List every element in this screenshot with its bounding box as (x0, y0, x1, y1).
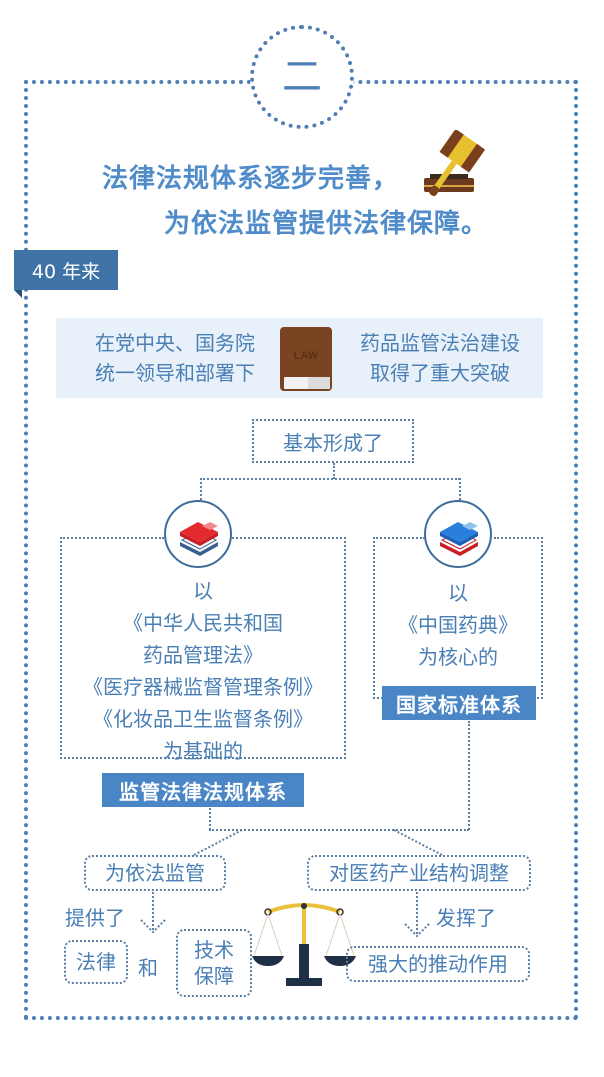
left-books-badge (164, 500, 232, 568)
intro-left-line-2: 统一领导和部署下 (95, 361, 255, 385)
title-line-1: 法律法规体系逐步完善， (102, 164, 400, 194)
bottom-right-box-label: 对医药产业结构调整 (329, 861, 509, 885)
section-number: 二 (282, 54, 322, 100)
left-line: 以 (193, 579, 213, 603)
connector (232, 537, 346, 539)
intro-right-line-2: 取得了重大突破 (370, 361, 510, 385)
tech-item-line-2: 保障 (194, 964, 234, 988)
intro-left-line-1: 在党中央、国务院 (95, 331, 255, 355)
connector (200, 478, 202, 500)
down-arrow-icon (404, 892, 430, 938)
left-column-text: 以 《中华人民共和国 药品管理法》 《医疗器械监督管理条例》 《化妆品卫生监督条… (60, 575, 346, 767)
section-number-badge: 二 (250, 25, 354, 129)
law-book-icon: LAW (280, 327, 332, 391)
bottom-left-box-label: 为依法监管 (105, 861, 205, 885)
bottom-left-box: 为依法监管 (84, 855, 226, 891)
ribbon-tail (14, 290, 22, 298)
red-books-icon (180, 522, 218, 556)
connector (459, 478, 461, 500)
diagonal-connectors (191, 829, 445, 857)
result-box: 强大的推动作用 (346, 946, 530, 982)
right-line: 《中国药典》 (398, 613, 518, 637)
left-column-label-text: 监管法律法规体系 (119, 779, 287, 804)
book-label: LAW (294, 350, 319, 362)
hub-label: 基本形成了 (283, 430, 383, 455)
hub-box: 基本形成了 (252, 419, 414, 463)
intro-right-text: 药品监管法治建设 取得了重大突破 (340, 328, 540, 388)
and-conjunction: 和 (138, 956, 158, 980)
right-line: 为核心的 (418, 645, 498, 669)
down-arrow-icon (140, 892, 166, 934)
intro-right-line-1: 药品监管法治建设 (360, 331, 520, 355)
right-column-text: 以 《中国药典》 为核心的 (373, 577, 543, 673)
result-label: 强大的推动作用 (368, 952, 508, 976)
left-line: 《中华人民共和国 (123, 611, 283, 635)
years-ribbon-label: 40 年来 (31, 260, 101, 283)
exert-verb: 发挥了 (436, 906, 496, 930)
connector (200, 478, 460, 480)
scales-of-justice-icon (252, 903, 356, 986)
right-line: 以 (448, 581, 468, 605)
bottom-right-box: 对医药产业结构调整 (307, 855, 531, 891)
connector (373, 537, 425, 539)
left-column-box (60, 537, 346, 759)
gavel-icon (424, 130, 486, 197)
tech-item-line-1: 技术 (194, 938, 234, 962)
right-column-label: 国家标准体系 (382, 686, 536, 720)
right-column-label-text: 国家标准体系 (396, 692, 522, 717)
connector (333, 463, 335, 479)
left-column-label: 监管法律法规体系 (102, 773, 304, 807)
left-line: 药品管理法》 (143, 643, 263, 667)
right-books-badge (424, 500, 492, 568)
left-line: 《化妆品卫生监督条例》 (93, 707, 313, 731)
connector (209, 829, 469, 831)
connector (468, 721, 470, 830)
intro-left-text: 在党中央、国务院 统一领导和部署下 (70, 328, 280, 388)
title-line-2: 为依法监管提供法律保障。 (164, 209, 489, 239)
connector (60, 537, 164, 539)
left-line: 《医疗器械监督管理条例》 (83, 675, 323, 699)
provide-verb: 提供了 (65, 906, 125, 930)
left-line: 为基础的 (163, 739, 243, 763)
connector (209, 808, 211, 830)
tech-item-box: 技术 保障 (176, 929, 252, 997)
years-ribbon: 40 年来 (14, 250, 118, 290)
law-item-box: 法律 (64, 940, 128, 984)
connector (494, 537, 543, 539)
law-item-label: 法律 (76, 950, 116, 974)
blue-books-icon (440, 522, 478, 556)
